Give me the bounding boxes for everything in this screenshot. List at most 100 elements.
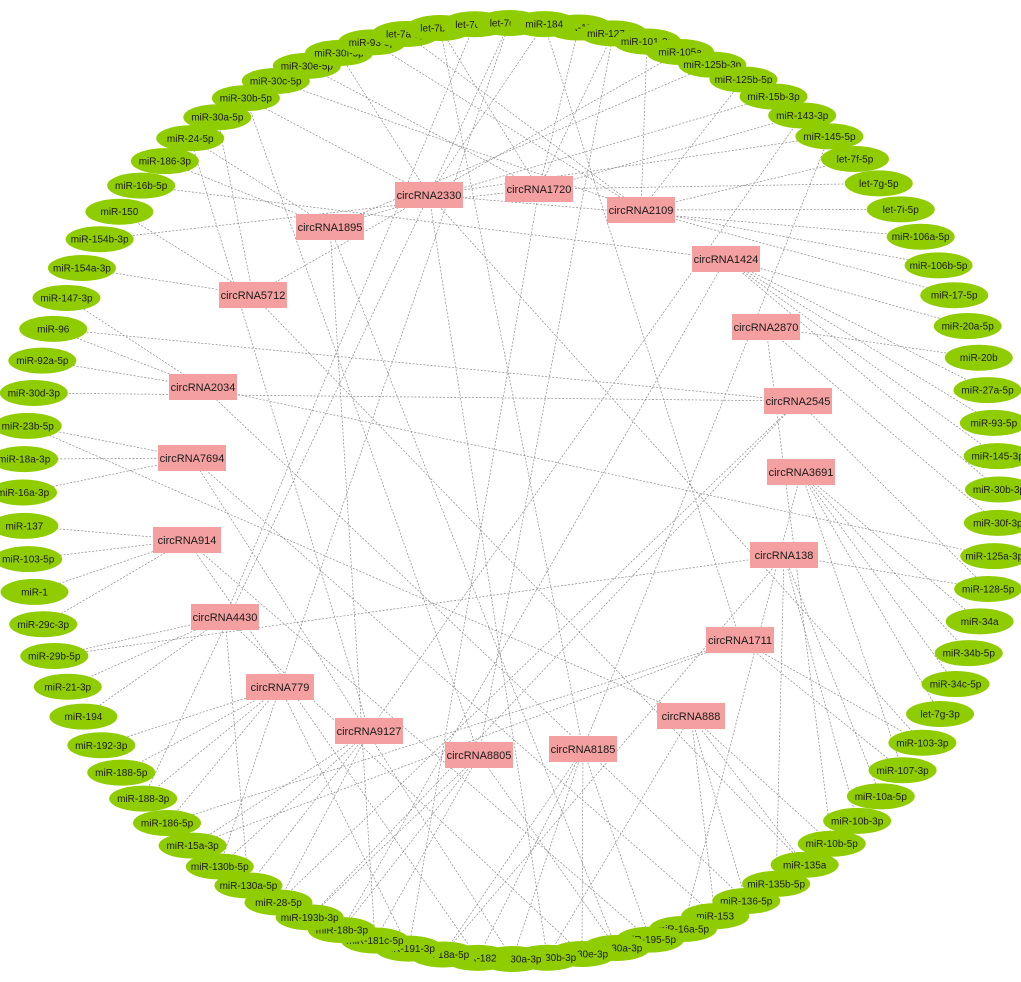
circrna-node[interactable]: circRNA1895 — [296, 214, 364, 240]
interaction-edge — [797, 400, 989, 590]
circrna-node[interactable]: circRNA4430 — [191, 604, 259, 630]
circrna-node-layer: circRNA2330 circRNA1720 circRNA2109 circRNA… — [153, 176, 835, 768]
mirna-node[interactable]: miR-106b-5p — [904, 252, 973, 279]
mirna-node[interactable]: miR-15a-3p — [158, 832, 227, 859]
circrna-node[interactable]: circRNA3691 — [767, 459, 835, 485]
mirna-node[interactable]: let-7g-5p — [844, 170, 913, 197]
interaction-edge — [341, 754, 480, 931]
mirna-label: miR-194 — [65, 712, 103, 723]
mirna-node[interactable]: miR-186-3p — [130, 148, 199, 175]
mirna-node[interactable]: miR-29c-3p — [9, 611, 78, 638]
mirna-node[interactable]: miR-186-5p — [133, 809, 202, 836]
interaction-edge — [442, 748, 584, 955]
mirna-node[interactable]: miR-20b — [944, 344, 1013, 371]
mirna-node[interactable]: miR-130a-5p — [214, 872, 283, 899]
mirna-node[interactable]: miR-27a-5p — [953, 377, 1021, 404]
mirna-node[interactable]: miR-130b-5p — [185, 853, 254, 880]
mirna-node[interactable]: miR-30a-5p — [183, 104, 252, 131]
interaction-edge — [142, 686, 281, 799]
mirna-node[interactable]: miR-30f-3p — [963, 509, 1021, 536]
interaction-edge — [224, 616, 583, 955]
mirna-node[interactable]: miR-154a-3p — [47, 255, 116, 282]
circrna-node[interactable]: circRNA2034 — [169, 374, 237, 400]
circrna-node[interactable]: circRNA2109 — [607, 197, 675, 223]
mirna-node[interactable]: miR-15b-3p — [739, 83, 808, 110]
interaction-edge — [191, 457, 513, 960]
mirna-node[interactable]: miR-34a — [945, 608, 1014, 635]
mirna-node[interactable]: miR-1 — [0, 578, 69, 605]
mirna-label: miR-125b-3p — [683, 60, 741, 71]
mirna-node[interactable]: miR-10b-5p — [797, 830, 866, 857]
mirna-node[interactable]: miR-145-5p — [795, 123, 864, 150]
circrna-node[interactable]: circRNA8805 — [445, 742, 513, 768]
mirna-node[interactable]: miR-192-3p — [67, 732, 136, 759]
circrna-node[interactable]: circRNA7694 — [158, 445, 226, 471]
mirna-node[interactable]: miR-16b-5p — [107, 172, 176, 199]
mirna-node[interactable]: let-7f-5p — [820, 146, 889, 173]
mirna-node[interactable]: miR-194 — [49, 703, 118, 730]
mirna-node[interactable]: miR-24-5p — [156, 125, 225, 152]
interaction-edge — [278, 400, 799, 903]
mirna-node[interactable]: miR-96 — [19, 315, 88, 342]
interaction-edge — [245, 97, 430, 196]
mirna-node[interactable]: miR-147-3p — [32, 284, 101, 311]
interaction-edge — [216, 117, 254, 296]
mirna-node[interactable]: miR-18a-3p — [0, 446, 59, 473]
circrna-node[interactable]: circRNA914 — [153, 527, 221, 553]
mirna-node[interactable]: let-7i-5p — [866, 196, 935, 223]
circrna-node[interactable]: circRNA138 — [750, 542, 818, 568]
circrna-node[interactable]: circRNA8185 — [549, 736, 617, 762]
mirna-node[interactable]: miR-125a-3p — [960, 543, 1021, 570]
mirna-node[interactable]: miR-23b-5p — [0, 412, 62, 439]
interaction-edge — [640, 209, 955, 296]
mirna-node[interactable]: miR-150 — [85, 198, 154, 225]
interaction-edge — [309, 400, 799, 918]
circrna-node[interactable]: circRNA779 — [246, 674, 314, 700]
mirna-node-shape — [510, 11, 579, 38]
circrna-node-box — [764, 388, 832, 414]
mirna-node[interactable]: miR-137 — [0, 512, 59, 539]
mirna-node[interactable]: miR-10a-5p — [846, 783, 915, 810]
circrna-node[interactable]: circRNA888 — [657, 703, 725, 729]
circrna-node[interactable]: circRNA1424 — [692, 246, 760, 272]
circrna-node[interactable]: circRNA5712 — [219, 282, 287, 308]
mirna-node[interactable]: miR-145-3p — [963, 443, 1021, 470]
mirna-node[interactable]: miR-107-3p — [868, 757, 937, 784]
mirna-node[interactable]: miR-188-3p — [109, 785, 178, 812]
mirna-node[interactable]: let-7g-3p — [906, 700, 975, 727]
mirna-node[interactable]: miR-21-3p — [33, 673, 102, 700]
circrna-node[interactable]: circRNA1720 — [505, 176, 573, 202]
mirna-node[interactable]: miR-92a-5p — [8, 347, 77, 374]
mirna-node[interactable]: miR-128-5p — [954, 576, 1021, 603]
mirna-node[interactable]: miR-30b-3p — [965, 476, 1021, 503]
mirna-node[interactable]: miR-103-3p — [888, 729, 957, 756]
circrna-node[interactable]: circRNA2870 — [732, 314, 800, 340]
mirna-node[interactable]: miR-93-5p — [959, 409, 1021, 436]
mirna-node[interactable]: miR-17-5p — [920, 282, 989, 309]
mirna-node[interactable]: miR-188-5p — [87, 759, 156, 786]
mirna-node[interactable]: miR-20a-5p — [933, 313, 1002, 340]
interaction-edge — [329, 64, 713, 228]
circrna-node[interactable]: circRNA2330 — [395, 182, 463, 208]
interaction-edge — [538, 27, 580, 190]
mirna-node[interactable]: miR-34b-5p — [934, 640, 1003, 667]
mirna-node[interactable]: miR-106a-5p — [886, 223, 955, 250]
mirna-node[interactable]: miR-103-5p — [0, 546, 63, 573]
mirna-node[interactable]: miR-154b-3p — [65, 226, 134, 253]
mirna-node[interactable]: miR-135a — [770, 851, 839, 878]
mirna-node[interactable]: miR-184 — [510, 11, 579, 38]
mirna-node[interactable]: miR-34c-5p — [921, 671, 990, 698]
mirna-node-shape — [795, 123, 864, 150]
mirna-node[interactable]: miR-16a-3p — [0, 479, 57, 506]
mirna-node[interactable]: miR-143-3p — [768, 102, 837, 129]
mirna-label: miR-192-3p — [75, 741, 128, 752]
circrna-label: circRNA1711 — [708, 635, 772, 647]
circrna-node[interactable]: circRNA2545 — [764, 388, 832, 414]
interaction-edge — [428, 23, 545, 196]
mirna-node[interactable]: miR-29b-5p — [20, 642, 89, 669]
mirna-node[interactable]: miR-30d-3p — [0, 379, 68, 406]
circrna-node[interactable]: circRNA9127 — [335, 718, 403, 744]
mirna-node[interactable]: miR-10b-3p — [823, 807, 892, 834]
circrna-node[interactable]: circRNA1711 — [706, 627, 774, 653]
mirna-label: miR-135a — [783, 860, 827, 871]
